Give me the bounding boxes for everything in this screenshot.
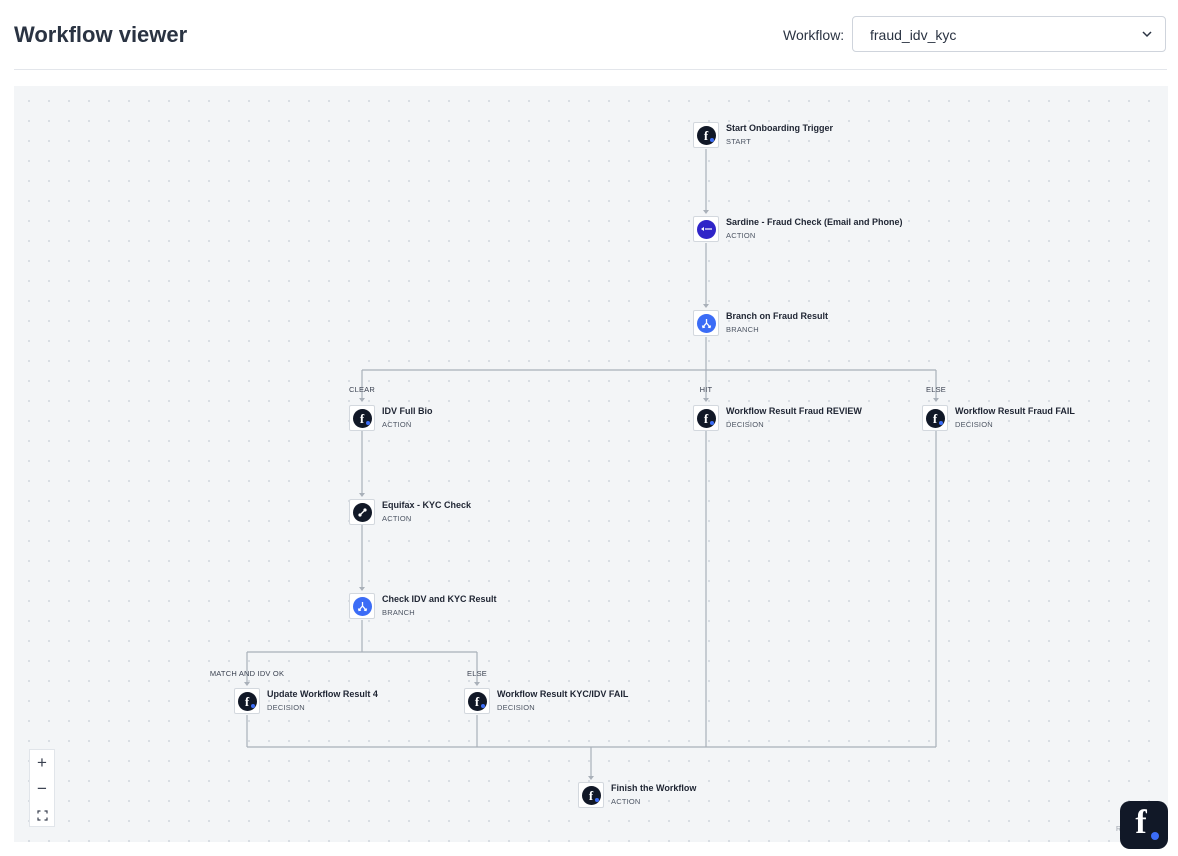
branch-icon [352, 596, 372, 616]
node-type: ACTION [382, 420, 412, 429]
workflow-node-update-workflow-result-4[interactable]: f Update Workflow Result 4 DECISION [234, 686, 378, 716]
workflow-canvas[interactable] [14, 86, 1168, 842]
zoom-in-button[interactable]: + [37, 753, 47, 772]
node-name: Finish the Workflow [611, 783, 697, 793]
workflow-node-result-fraud-review[interactable]: f Workflow Result Fraud REVIEW DECISION [693, 403, 862, 433]
f-logo-icon: f [581, 785, 601, 805]
branch-icon [696, 313, 716, 333]
node-type: BRANCH [382, 608, 415, 617]
page-title: Workflow viewer [14, 22, 188, 47]
header-divider [14, 69, 1167, 70]
f-logo-icon: f [352, 408, 372, 428]
workflow-select-value: fraud_idv_kyc [870, 27, 957, 43]
node-type: BRANCH [726, 325, 759, 334]
workflow-node-sardine-fraud-check[interactable]: Sardine - Fraud Check (Email and Phone) A… [693, 214, 903, 244]
sardine-logo-icon [696, 219, 716, 239]
workflow-select[interactable]: fraud_idv_kyc [852, 16, 1166, 52]
edge-label-clear: CLEAR [348, 385, 376, 394]
node-type: START [726, 137, 751, 146]
node-name: Branch on Fraud Result [726, 311, 829, 321]
node-name: Equifax - KYC Check [382, 500, 472, 510]
workflow-node-result-fraud-fail[interactable]: f Workflow Result Fraud FAIL DECISION [922, 403, 1075, 433]
node-name: Check IDV and KYC Result [382, 594, 497, 604]
edge-label-else: ELSE [926, 385, 946, 394]
edge-label-match-and-idv-ok: MATCH AND IDV OK [209, 669, 285, 678]
attribution-text[interactable]: R [1116, 826, 1122, 833]
node-type: DECISION [497, 703, 535, 712]
f-logo-icon: f [696, 408, 716, 428]
node-type: DECISION [726, 420, 764, 429]
brand-logo[interactable]: f [1120, 801, 1168, 849]
equifax-icon [352, 502, 372, 522]
workflow-label: Workflow: [783, 27, 845, 43]
fit-view-button[interactable] [30, 802, 54, 828]
node-name: Sardine - Fraud Check (Email and Phone) [726, 217, 903, 227]
fit-view-icon [36, 809, 48, 821]
f-logo-icon: f [696, 125, 716, 145]
node-type: ACTION [611, 797, 641, 806]
edge-label-hit: HIT [699, 385, 713, 394]
node-type: ACTION [726, 231, 756, 240]
node-type: DECISION [267, 703, 305, 712]
node-name: Workflow Result Fraud REVIEW [726, 406, 862, 416]
f-logo-icon: f [467, 691, 487, 711]
node-name: IDV Full Bio [382, 406, 433, 416]
chevron-down-icon [1142, 31, 1152, 38]
node-name: Workflow Result KYC/IDV FAIL [497, 689, 629, 699]
zoom-out-button[interactable]: − [37, 779, 47, 798]
node-name: Start Onboarding Trigger [726, 123, 834, 133]
f-logo-icon: f [1135, 804, 1147, 841]
edge-label-else: ELSE [467, 669, 487, 678]
node-type: DECISION [955, 420, 993, 429]
zoom-controls: + − [29, 749, 55, 827]
node-type: ACTION [382, 514, 412, 523]
workflow-node-result-kyc-idv-fail[interactable]: f Workflow Result KYC/IDV FAIL DECISION [464, 686, 628, 716]
node-name: Workflow Result Fraud FAIL [955, 406, 1075, 416]
f-logo-icon: f [925, 408, 945, 428]
f-logo-icon: f [237, 691, 257, 711]
node-name: Update Workflow Result 4 [267, 689, 378, 699]
